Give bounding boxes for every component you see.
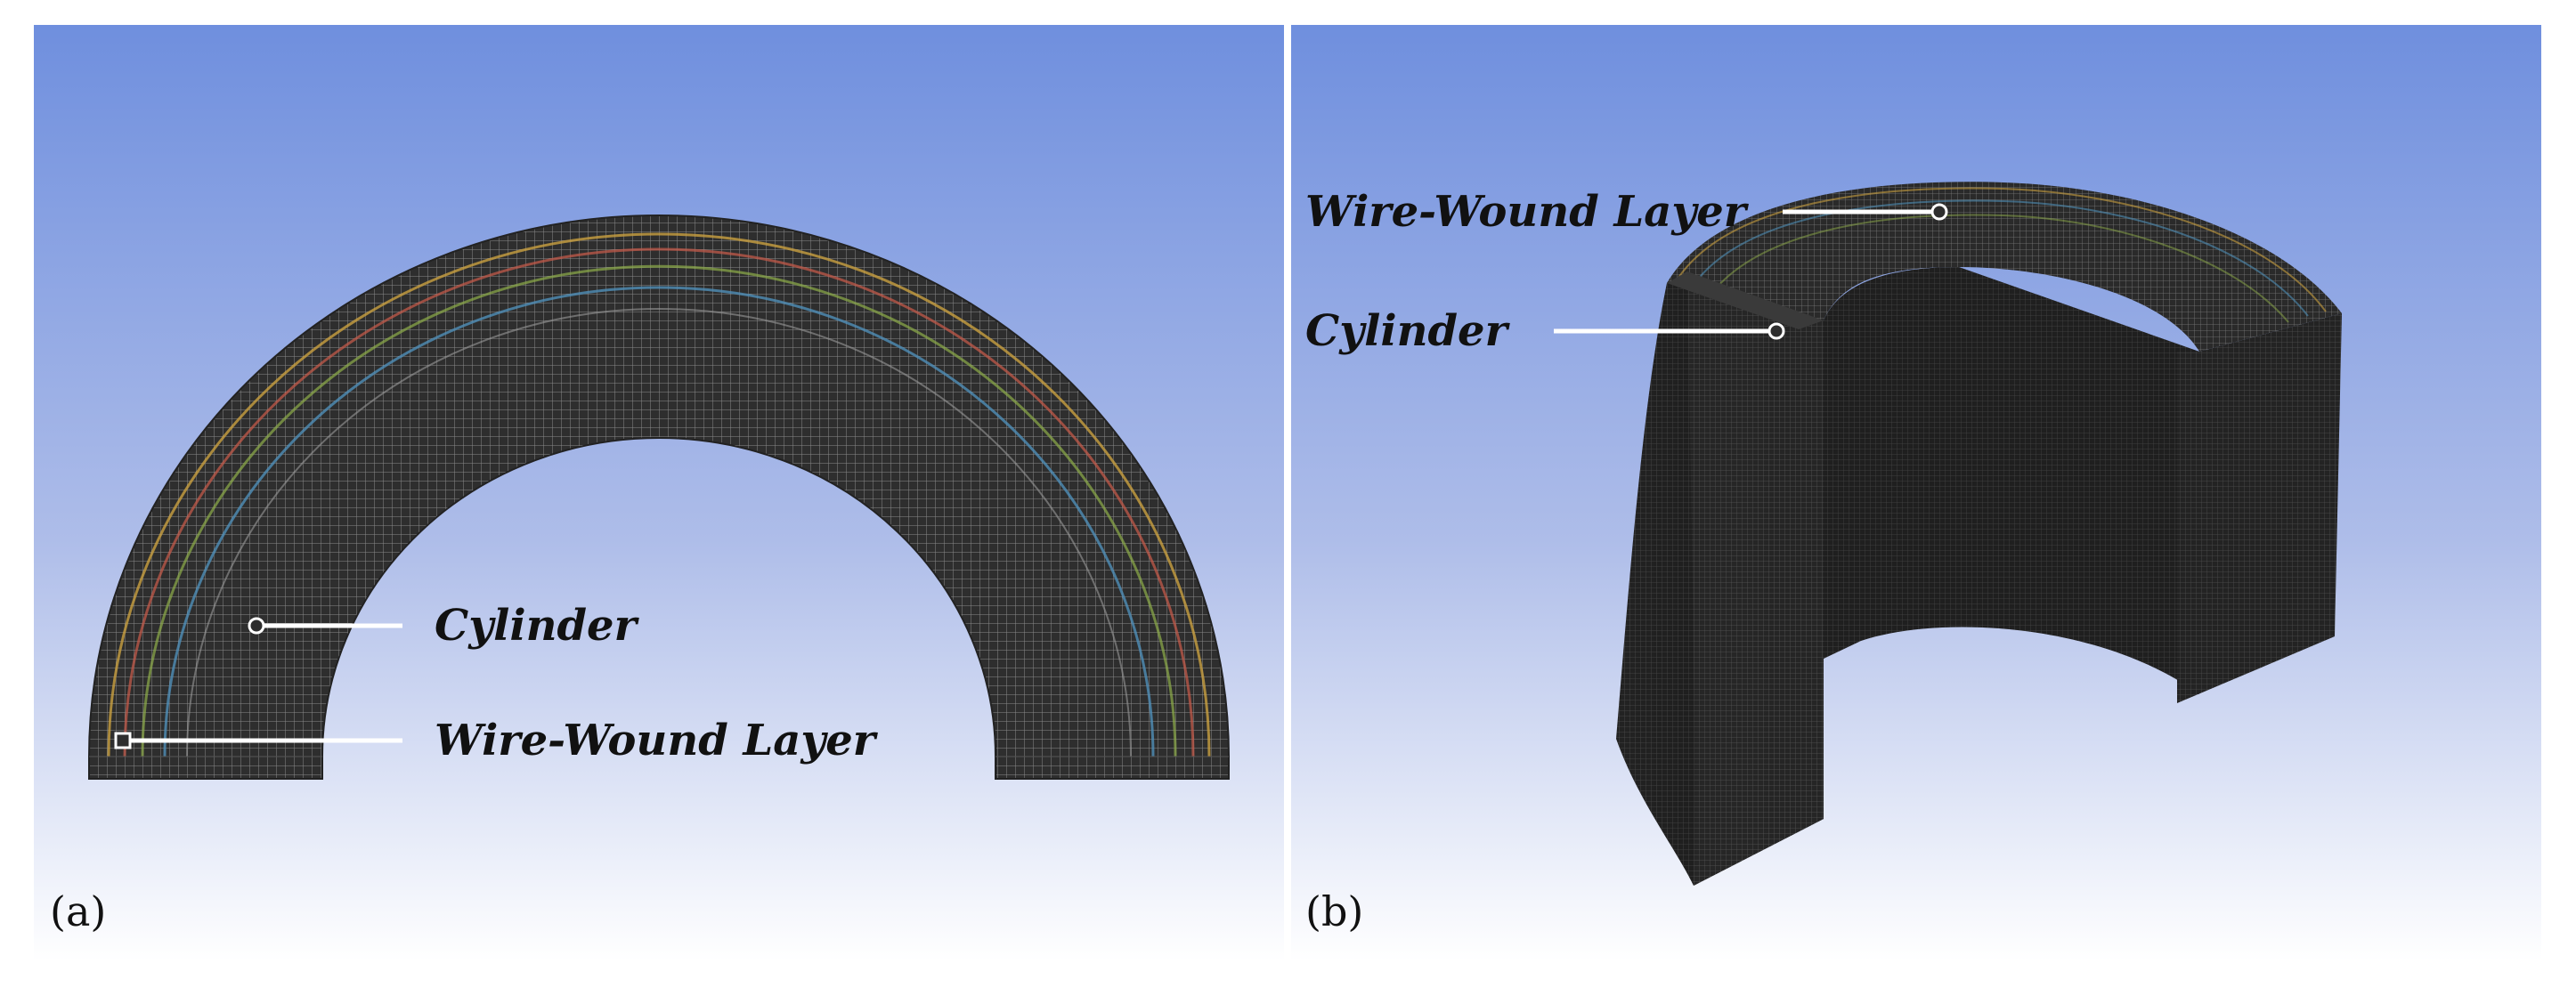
- top-layer-line-2: [1693, 199, 2309, 317]
- leader-cylinder-b: [1554, 322, 1785, 340]
- top-layer-line-1: [1678, 187, 2327, 312]
- semi-annulus-body: [88, 215, 1230, 780]
- label-wire-wound-b: Wire-Wound Layer: [1305, 187, 1750, 237]
- layer-line-2: [123, 247, 1195, 757]
- front-top-face: [1667, 271, 1824, 329]
- front-cut-face: [1687, 271, 1824, 886]
- cylinder-3d-mesh: [1616, 182, 2342, 886]
- label-wire-wound-a: Wire-Wound Layer: [435, 716, 879, 765]
- semi-annulus-mesh: [88, 215, 1230, 780]
- label-cylinder-a: Cylinder: [435, 601, 640, 651]
- leader-marker: [248, 617, 265, 635]
- panel-a: Cylinder Wire-Wound Layer (a): [34, 25, 1284, 961]
- right-block: [2177, 313, 2342, 703]
- leader-wire-wound-b: [1783, 203, 1948, 221]
- leader-cylinder-a: [248, 617, 402, 635]
- layer-line-1: [107, 232, 1211, 757]
- panel-label-a: (a): [50, 887, 106, 935]
- layer-line-5: [186, 308, 1132, 757]
- top-annular-surface: [1667, 182, 2342, 352]
- leader-marker: [1930, 203, 1948, 221]
- leader-wire-wound-a: [114, 732, 402, 749]
- layer-line-4: [163, 286, 1155, 757]
- label-cylinder-b: Cylinder: [1305, 306, 1511, 356]
- leader-marker: [114, 732, 132, 749]
- panel-label-b: (b): [1305, 887, 1363, 935]
- leader-marker: [1767, 322, 1785, 340]
- top-layer-line-3: [1711, 214, 2289, 323]
- inner-bore-wall: [1824, 267, 2199, 694]
- panel-b: Wire-Wound Layer Cylinder (b): [1291, 25, 2541, 961]
- layer-line-3: [141, 264, 1177, 757]
